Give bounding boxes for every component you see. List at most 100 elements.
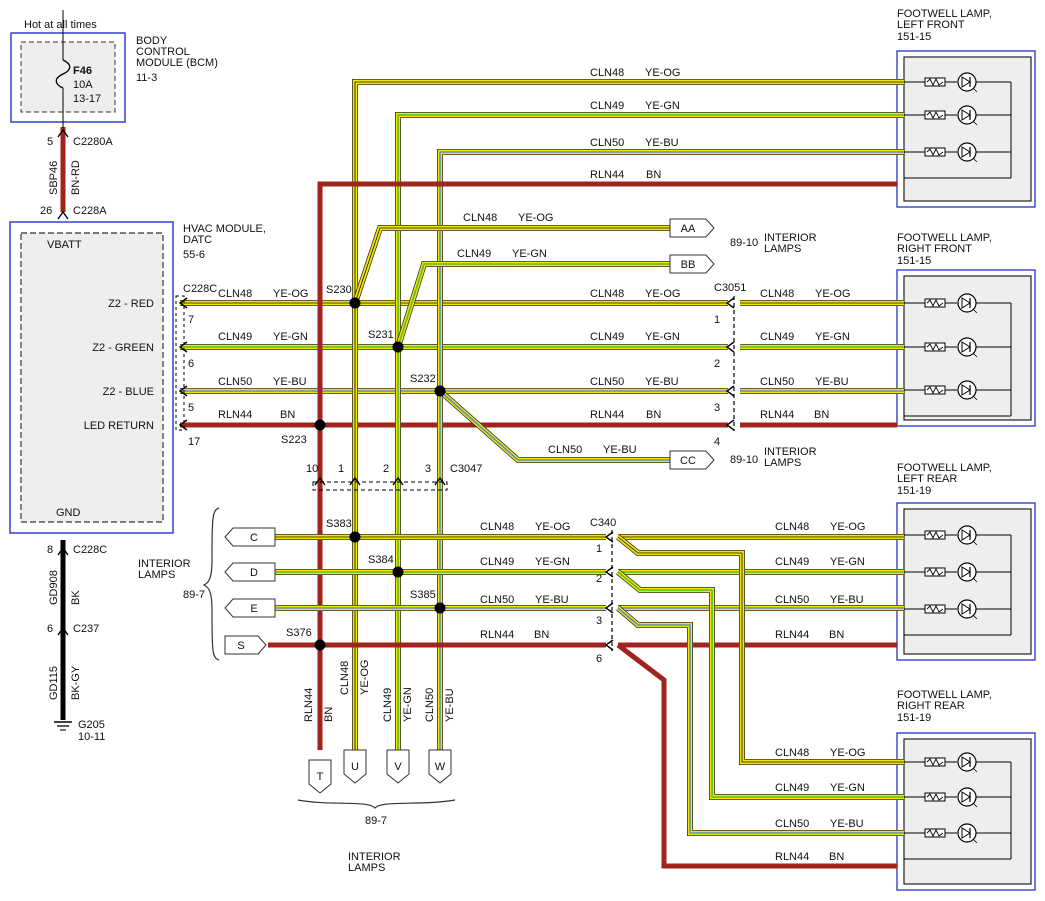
footwell-lamp-0-resistor-zigzag [926, 77, 944, 87]
lbl-s376: S376 [286, 627, 312, 639]
hvac-output-3: LED RETURN [84, 420, 154, 432]
tag-t-shape [308, 759, 332, 794]
tag-v-label: V [394, 761, 402, 773]
pin-arrow-c3047-3 [434, 476, 446, 486]
lbl-rr-49-color: YE-GN [830, 782, 865, 794]
ground-ref: 10-11 [78, 731, 105, 743]
wire-cln49-lf-stripe [397, 114, 904, 347]
splice-s383 [349, 531, 361, 543]
tag-u-label: U [351, 761, 359, 773]
tag-v-shape [386, 749, 410, 784]
footwell-lamp-3-led-ray [972, 838, 978, 844]
lbl-c340-pin-0: 1 [596, 543, 602, 555]
pin-arrow-c228c-1 [178, 341, 188, 353]
lbl-lr-49-color: YE-GN [830, 556, 865, 568]
splice-s384 [392, 566, 404, 578]
hvac-ref: 55-6 [183, 249, 205, 261]
wire-cln49-rr-stripe [617, 571, 904, 798]
lamp-name-3: FOOTWELL LAMP,RIGHT REAR [897, 689, 992, 712]
footwell-lamp-0-led-ray [972, 87, 978, 93]
pin-arrow-c2280a [57, 128, 69, 138]
lbl-rf-49-color: YE-GN [815, 331, 850, 343]
lbl-c3047-pin-3: 3 [425, 463, 431, 475]
tag-s-label: S [237, 640, 244, 652]
lbl-c3051-pin-2: 3 [714, 402, 720, 414]
lbl-c3047-pin-1: 1 [338, 463, 344, 475]
footwell-lamp-3-led-ray [972, 802, 978, 808]
splice-s385 [434, 602, 446, 614]
splice-s231 [392, 341, 404, 353]
lbl-cc-50-circuit: CLN50 [548, 444, 582, 456]
wire-cln50-lf [437, 149, 904, 391]
bcm-ref: 11-3 [136, 72, 157, 84]
wire-cln49-bb-stripe [397, 263, 670, 348]
lbl-lf-50-circuit: CLN50 [590, 137, 624, 149]
lamp-name-1: FOOTWELL LAMP,RIGHT FRONT [897, 232, 992, 255]
lamp-ref-3: 151-19 [897, 712, 931, 724]
pin-arrow-c228c-2 [178, 385, 188, 397]
lbl-rf-50-color: YE-BU [815, 376, 849, 388]
pin-arrow-c340-2 [604, 602, 614, 614]
lbl-s231: S231 [368, 329, 394, 341]
lbl-rf-49-circuit: CLN49 [760, 331, 794, 343]
footwell-lamp-2-resistor-zigzag [926, 530, 944, 540]
lbl-lr-48-circuit: CLN48 [775, 521, 809, 533]
pin-arrow-c3051-1 [725, 341, 735, 353]
lbl-lf-44-color: BN [646, 169, 661, 181]
lbl-hvac-48-circuit: CLN48 [218, 288, 252, 300]
footwell-lamp-0-resistor-zigzag [926, 147, 944, 157]
lbl-main-49-circuit: CLN49 [590, 331, 624, 343]
tag-cc-label: CC [680, 455, 696, 467]
footwell-lamp-3-resistor-zigzag [926, 792, 944, 802]
feed-conn-top: C2280A [73, 136, 113, 148]
lbl-rf-50-circuit: CLN50 [760, 376, 794, 388]
lbl-rf-44-color: BN [814, 409, 829, 421]
wire-cln50-lf-stripe [439, 151, 904, 391]
hvac-output-1: Z2 - GREEN [92, 342, 154, 354]
marks-layer [54, 59, 1012, 860]
brace-bottom [297, 799, 456, 809]
lbl-main-48-color: YE-OG [645, 288, 680, 300]
lbl-rr-44-color: BN [829, 851, 844, 863]
pin-arrow-c340-3 [604, 639, 614, 651]
tag-e-label: E [250, 603, 257, 615]
lbl-down-50-circuit: CLN50 [424, 688, 436, 722]
ground-pin1: 8 [47, 544, 53, 556]
footwell-lamp-1-led-diode [961, 297, 971, 309]
lbl-rr-50-color: YE-BU [830, 818, 864, 830]
tag-d-shape [224, 562, 276, 582]
lbl-lf-48-circuit: CLN48 [590, 67, 624, 79]
tag-e-shape [224, 598, 276, 618]
footwell-lamp-3-resistor-zigzag [926, 757, 944, 767]
lbl-down-49-circuit: CLN49 [382, 688, 394, 722]
footwell-lamp-0-led-diode [961, 76, 971, 88]
hvac-connector-c228c: C228C [183, 283, 217, 295]
footwell-lamp-2-led-ray [972, 540, 978, 546]
ground-pin2: 6 [47, 623, 53, 635]
pin-arrow-c228c-gnd [57, 546, 69, 556]
feed-pin-bottom: 26 [40, 205, 52, 217]
lbl-rear-50-color: YE-BU [535, 594, 569, 606]
hvac-name: HVAC MODULE,DATC [183, 223, 266, 246]
lbl-lf-44-circuit: RLN44 [590, 169, 624, 181]
wire-rln44-lf [317, 181, 897, 425]
lbl-rf-48-circuit: CLN48 [760, 288, 794, 300]
lbl-s383: S383 [326, 518, 352, 530]
lbl-hvac-44-circuit: RLN44 [218, 409, 252, 421]
lbl-c3051: C3051 [714, 282, 746, 294]
lbl-rf-48-color: YE-OG [815, 288, 850, 300]
footwell-lamp-2-resistor-zigzag [926, 567, 944, 577]
feed-circuit: SBP46 [48, 161, 60, 195]
wire-cln49-bb [395, 261, 670, 348]
wire-cln50-rr-stripe [617, 607, 904, 834]
hvac-vbatt: VBATT [47, 239, 82, 251]
connector-c228c-outline [175, 295, 185, 431]
lamp-name-2: FOOTWELL LAMP,LEFT REAR [897, 462, 992, 485]
ground-conn1: C228C [73, 544, 107, 556]
pin-arrow-c3051-2 [725, 385, 735, 397]
lbl-lf-49-color: YE-GN [645, 100, 680, 112]
lbl-lf-49-circuit: CLN49 [590, 100, 624, 112]
lbl-down-50-color: YE-BU [444, 688, 456, 722]
